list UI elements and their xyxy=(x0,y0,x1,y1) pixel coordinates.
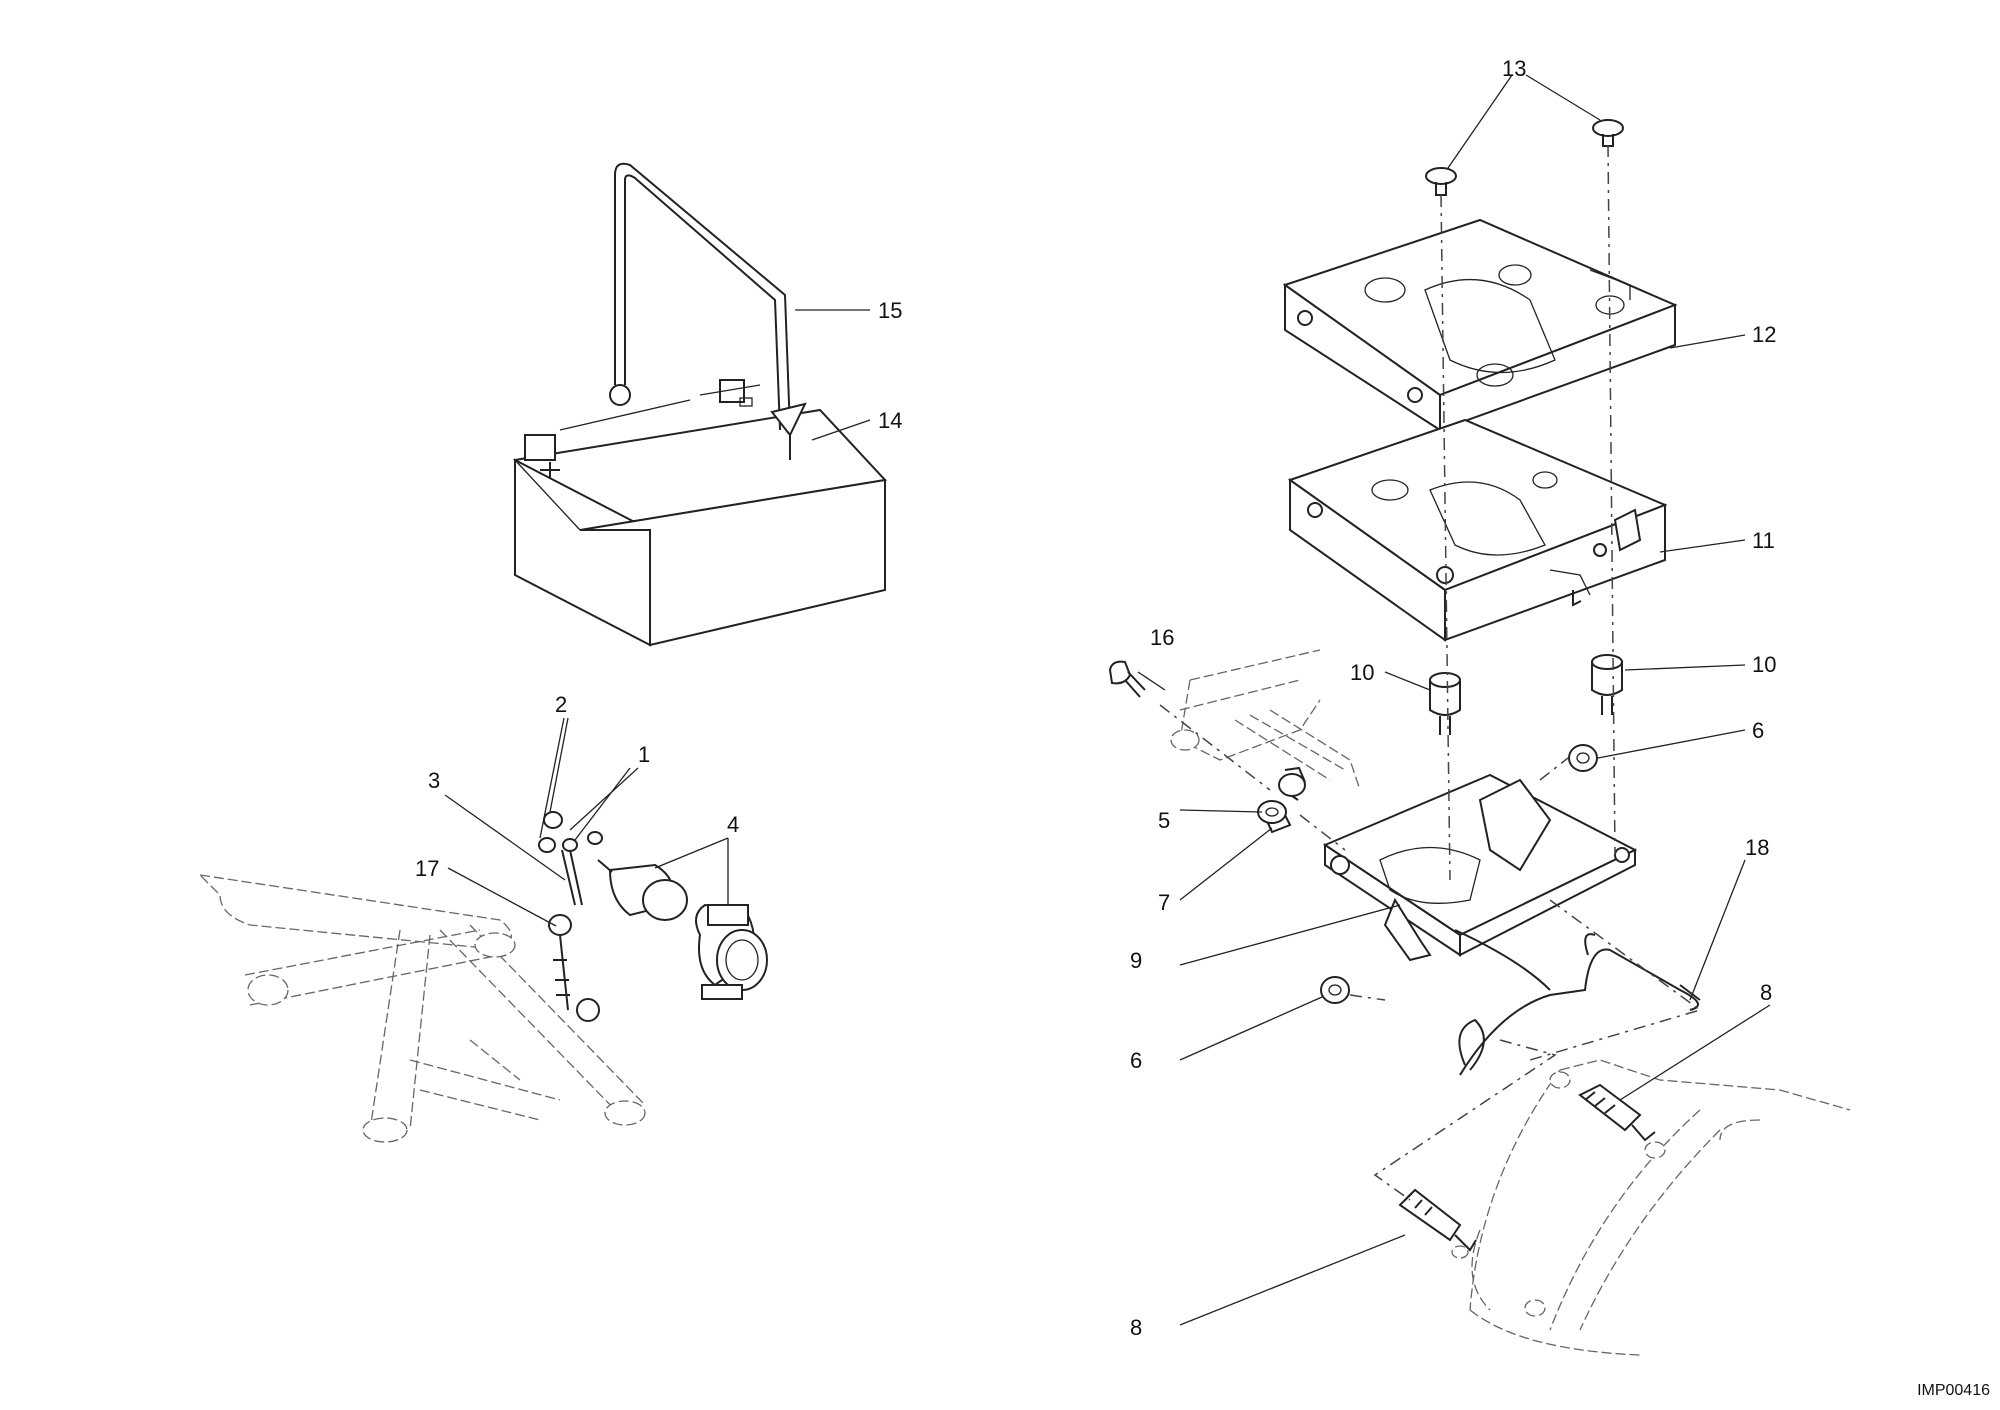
wire-harness xyxy=(1108,649,1361,791)
label-10b: 10 xyxy=(1752,652,1776,677)
battery xyxy=(512,379,888,647)
label-13: 13 xyxy=(1502,56,1526,81)
label-6b: 6 xyxy=(1130,1048,1142,1073)
label-7: 7 xyxy=(1158,890,1170,915)
label-17: 17 xyxy=(415,856,439,881)
label-4: 4 xyxy=(727,812,739,837)
label-18: 18 xyxy=(1745,835,1769,860)
label-11: 11 xyxy=(1752,528,1775,553)
part-labels: 1 2 3 4 5 6 6 7 8 8 9 10 10 11 12 13 14 … xyxy=(415,56,1776,1340)
label-16: 16 xyxy=(1150,625,1174,650)
label-5: 5 xyxy=(1158,808,1170,833)
spark-plug-left xyxy=(1398,1188,1477,1252)
label-3: 3 xyxy=(428,768,440,793)
screws-13 xyxy=(1425,119,1624,196)
rubber-mounts xyxy=(1429,654,1623,735)
label-12: 12 xyxy=(1752,322,1776,347)
label-8b: 8 xyxy=(1130,1315,1142,1340)
battery-tray-upper xyxy=(1282,218,1678,432)
spring-clip xyxy=(1458,933,1701,1076)
label-1: 1 xyxy=(638,742,650,767)
drawing-code: IMP00416 xyxy=(1917,1382,1990,1399)
label-10a: 10 xyxy=(1350,660,1374,685)
label-14: 14 xyxy=(878,408,902,433)
battery-strap xyxy=(609,162,807,460)
alignment-lines xyxy=(1159,144,1702,1201)
label-9: 9 xyxy=(1130,948,1142,973)
fuse-connector xyxy=(538,811,768,1022)
label-6a: 6 xyxy=(1752,718,1764,743)
mounting-bracket xyxy=(1257,744,1638,1004)
battery-tray-lower xyxy=(1287,418,1668,642)
label-15: 15 xyxy=(878,298,902,323)
label-2: 2 xyxy=(555,692,567,717)
leader-lines xyxy=(444,74,1771,1326)
spark-plug-right xyxy=(1578,1083,1656,1142)
frame-tubes xyxy=(198,874,646,1143)
label-8a: 8 xyxy=(1760,980,1772,1005)
rear-mudguard xyxy=(1451,1059,1851,1356)
